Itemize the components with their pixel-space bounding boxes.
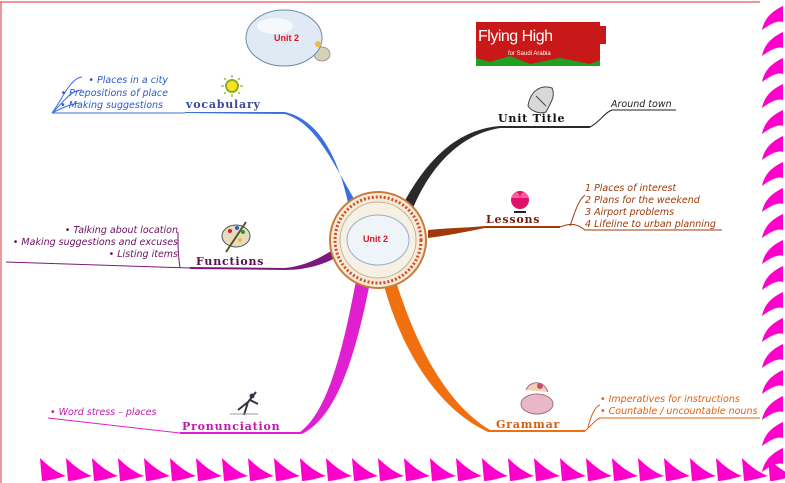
functions-item: • Listing items xyxy=(108,249,178,260)
branch-title-unit-title: Unit Title xyxy=(498,112,566,125)
functions-item: • Talking about location xyxy=(64,225,178,236)
zigzag-tooth xyxy=(762,344,783,368)
logo-subtitle: for Saudi Arabia xyxy=(508,51,551,57)
sun-icon xyxy=(221,75,243,97)
zigzag-tooth xyxy=(40,458,66,481)
branch-title-functions: Functions xyxy=(196,255,265,268)
zigzag-tooth xyxy=(762,110,783,134)
dancer-icon xyxy=(230,391,259,416)
zigzag-tooth xyxy=(170,458,196,481)
zigzag-tooth xyxy=(352,458,378,481)
branch-line-unit-title xyxy=(398,126,590,216)
branch-title-grammar: Grammar xyxy=(496,418,561,431)
zigzag-tooth xyxy=(534,458,560,481)
zigzag-tooth xyxy=(762,422,783,446)
zigzag-tooth xyxy=(92,458,118,481)
zigzag-tooth xyxy=(762,162,783,186)
horse-head-icon xyxy=(527,86,554,114)
vocabulary-item: • Places in a city xyxy=(88,75,168,86)
zigzag-tooth xyxy=(716,458,742,481)
zigzag-tooth xyxy=(274,458,300,481)
globe-bubble-label: Unit 2 xyxy=(274,33,300,43)
central-topic-label: Unit 2 xyxy=(363,234,389,244)
zigzag-tooth xyxy=(508,458,534,481)
zigzag-tooth xyxy=(248,458,274,481)
zigzag-tooth xyxy=(762,266,783,290)
paint-palette-icon xyxy=(221,221,251,253)
zigzag-tooth xyxy=(118,458,144,481)
lessons-item: 2 Plans for the weekend xyxy=(585,195,700,206)
zigzag-tooth xyxy=(222,458,248,481)
flying-high-logo xyxy=(476,22,606,66)
lessons-item: 3 Airport problems xyxy=(585,207,675,218)
central-topic-node xyxy=(329,191,427,289)
zigzag-tooth xyxy=(762,188,783,212)
zigzag-tooth xyxy=(762,240,783,264)
branch-line-grammar xyxy=(380,268,585,432)
zigzag-border-bottom xyxy=(40,458,785,481)
branch-line-lessons xyxy=(428,226,560,238)
unit-title-item: Around town xyxy=(611,99,672,110)
zigzag-tooth xyxy=(378,458,404,481)
grammar-item: • Countable / uncountable nouns xyxy=(600,406,758,417)
zigzag-tooth xyxy=(690,458,716,481)
vocabulary-item: • Making suggestions xyxy=(60,100,163,111)
zigzag-tooth xyxy=(66,458,92,481)
zigzag-tooth xyxy=(612,458,638,481)
zigzag-tooth xyxy=(196,458,222,481)
lessons-item: 1 Places of interest xyxy=(585,183,677,194)
grammar-item: • Imperatives for instructions xyxy=(600,394,740,405)
zigzag-tooth xyxy=(326,458,352,481)
branch-line-pronunciation xyxy=(180,270,372,434)
branch-line-functions xyxy=(190,248,342,270)
zigzag-tooth xyxy=(586,458,612,481)
pronunciation-item: • Word stress – places xyxy=(50,407,157,418)
zigzag-tooth xyxy=(762,370,783,394)
branch-title-pronunciation: Pronunciation xyxy=(182,420,281,433)
zigzag-tooth xyxy=(762,32,783,56)
zigzag-tooth xyxy=(762,292,783,316)
vocabulary-item: • Prepositions of place xyxy=(60,88,168,99)
zigzag-tooth xyxy=(482,458,508,481)
zigzag-tooth xyxy=(144,458,170,481)
logo-number: 1 xyxy=(597,24,605,41)
zigzag-tooth xyxy=(762,6,783,30)
branch-title-vocabulary: vocabulary xyxy=(186,98,261,111)
zigzag-tooth xyxy=(742,458,768,481)
zigzag-tooth xyxy=(762,58,783,82)
zigzag-tooth xyxy=(638,458,664,481)
shell-basket-icon xyxy=(520,382,554,415)
zigzag-tooth xyxy=(300,458,326,481)
branch-title-lessons: Lessons xyxy=(486,213,541,226)
globe-bubble-icon xyxy=(245,9,331,67)
logo-title: Flying High xyxy=(478,28,553,45)
functions-item: • Making suggestions and excuses xyxy=(12,237,178,248)
zigzag-tooth xyxy=(762,318,783,342)
lotus-flower-icon xyxy=(511,191,529,213)
zigzag-tooth xyxy=(762,396,783,420)
zigzag-tooth xyxy=(768,458,785,481)
zigzag-tooth xyxy=(762,136,783,160)
zigzag-border-right xyxy=(762,6,783,472)
branch-line-vocabulary xyxy=(185,112,362,212)
zigzag-tooth xyxy=(664,458,690,481)
zigzag-tooth xyxy=(762,214,783,238)
zigzag-tooth xyxy=(404,458,430,481)
zigzag-tooth xyxy=(430,458,456,481)
zigzag-tooth xyxy=(762,448,783,472)
zigzag-tooth xyxy=(762,84,783,108)
zigzag-tooth xyxy=(560,458,586,481)
lessons-item: 4 Lifeline to urban planning xyxy=(585,219,716,230)
zigzag-tooth xyxy=(456,458,482,481)
